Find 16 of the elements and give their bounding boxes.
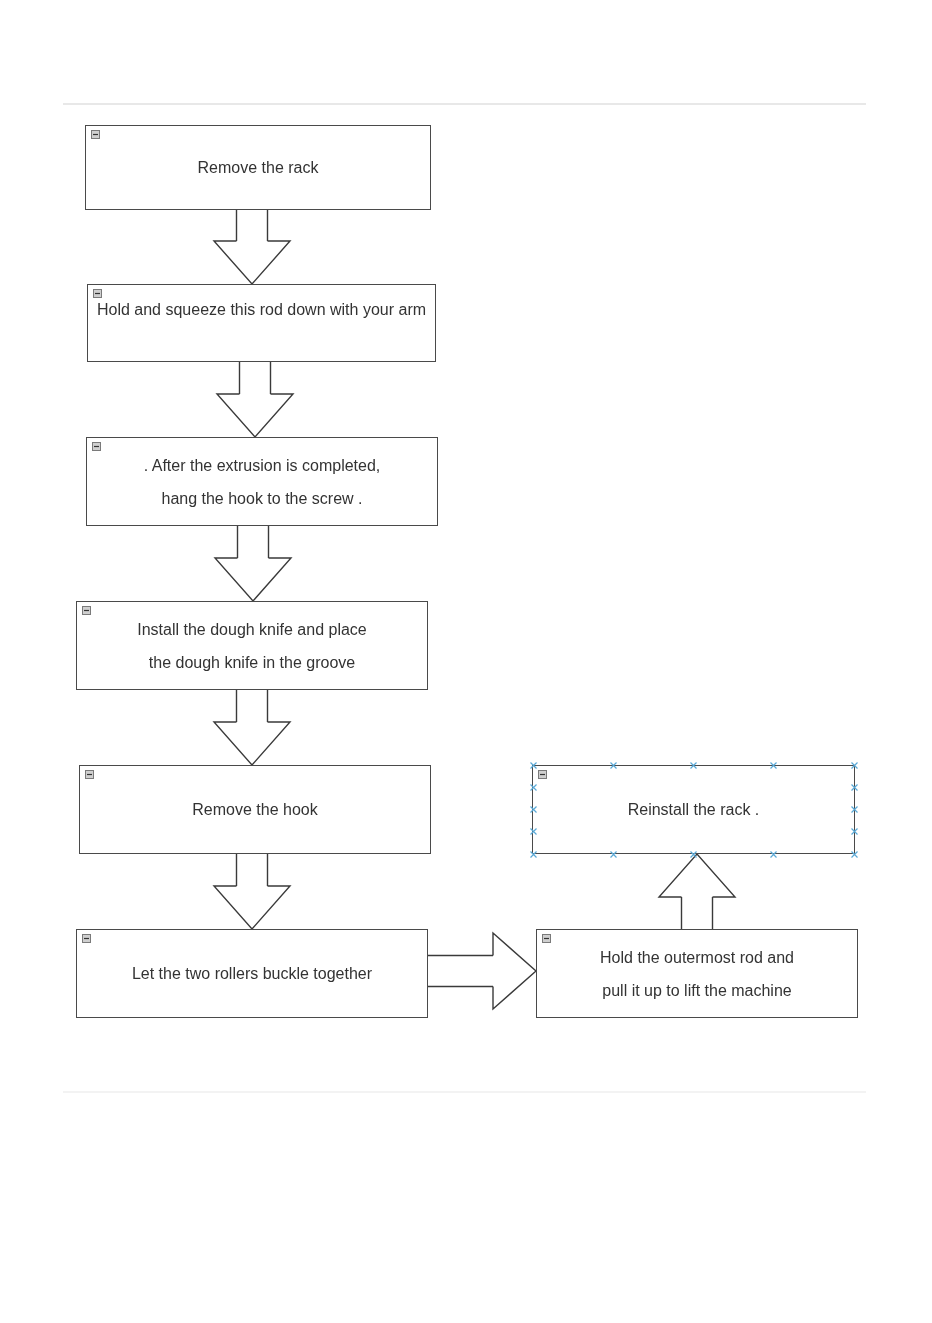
step-text: Reinstall the rack . <box>627 800 760 820</box>
process-box <box>87 284 436 362</box>
process-box <box>86 437 438 526</box>
step-text: Hold and squeeze this rod down with your arm <box>96 300 427 320</box>
process-box <box>85 125 431 210</box>
step-text: Remove the hook <box>192 800 318 820</box>
step-text: Install the dough knife and place the dough knife in the groove <box>136 619 368 673</box>
process-box <box>76 601 428 690</box>
process-box <box>536 929 858 1018</box>
step-text: Hold the outermost rod and pull it up to lift the machine <box>599 947 795 1001</box>
process-box <box>76 929 428 1018</box>
process-box <box>79 765 431 854</box>
step-text: Let the two rollers buckle together <box>131 964 373 984</box>
process-box <box>532 765 855 854</box>
step-text: . After the extrusion is completed, hang the hook to the screw . <box>142 455 382 509</box>
step-text: Remove the rack <box>197 158 319 178</box>
